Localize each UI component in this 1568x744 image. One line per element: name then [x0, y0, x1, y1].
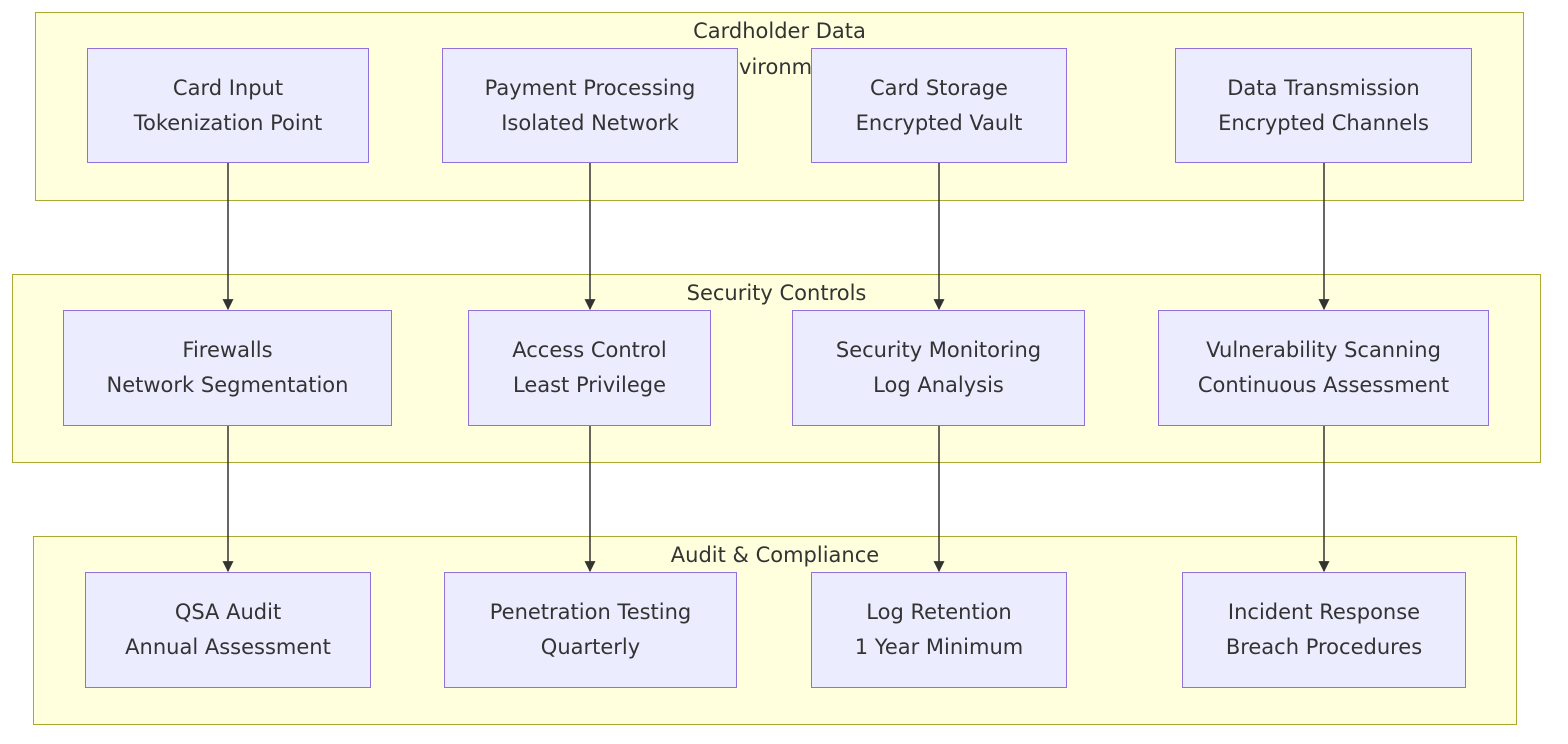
node-incident-response-subtitle: Breach Procedures [1225, 635, 1423, 659]
node-card-input-subtitle: Tokenization Point [133, 110, 323, 135]
node-data-transmission-title: Data Transmission [1227, 75, 1420, 100]
node-security-monitoring-subtitle: Log Analysis [873, 373, 1004, 397]
node-card-input[interactable]: Card Input Tokenization Point [87, 48, 369, 163]
node-access-control[interactable]: Access Control Least Privilege [468, 310, 711, 426]
node-data-transmission-subtitle: Encrypted Channels [1218, 110, 1429, 135]
node-incident-response-title: Incident Response [1227, 600, 1421, 624]
node-payment-processing-title: Payment Processing [484, 75, 696, 100]
node-log-retention-subtitle: 1 Year Minimum [854, 635, 1024, 659]
cluster-title-audit-compliance: Audit & Compliance [670, 543, 880, 567]
node-payment-processing-subtitle: Isolated Network [501, 110, 679, 135]
node-access-control-subtitle: Least Privilege [513, 373, 666, 397]
node-access-control-title: Access Control [512, 338, 667, 362]
node-firewalls[interactable]: Firewalls Network Segmentation [63, 310, 392, 426]
node-vulnerability-scanning-subtitle: Continuous Assessment [1197, 373, 1450, 397]
node-penetration-testing[interactable]: Penetration Testing Quarterly [444, 572, 737, 688]
node-penetration-testing-title: Penetration Testing [489, 600, 692, 624]
node-incident-response[interactable]: Incident Response Breach Procedures [1182, 572, 1466, 688]
node-penetration-testing-subtitle: Quarterly [540, 635, 641, 659]
node-card-storage[interactable]: Card Storage Encrypted Vault [811, 48, 1067, 163]
node-log-retention[interactable]: Log Retention 1 Year Minimum [811, 572, 1067, 688]
node-firewalls-subtitle: Network Segmentation [106, 373, 349, 397]
node-security-monitoring[interactable]: Security Monitoring Log Analysis [792, 310, 1085, 426]
node-payment-processing[interactable]: Payment Processing Isolated Network [442, 48, 738, 163]
node-vulnerability-scanning-title: Vulnerability Scanning [1206, 338, 1441, 362]
node-qsa-audit[interactable]: QSA Audit Annual Assessment [85, 572, 371, 688]
node-card-storage-title: Card Storage [870, 75, 1008, 100]
cluster-title-security-controls: Security Controls [686, 281, 867, 305]
node-card-input-title: Card Input [172, 75, 284, 100]
node-log-retention-title: Log Retention [866, 600, 1012, 624]
node-card-storage-subtitle: Encrypted Vault [855, 110, 1023, 135]
node-qsa-audit-title: QSA Audit [174, 600, 282, 624]
node-vulnerability-scanning[interactable]: Vulnerability Scanning Continuous Assess… [1158, 310, 1489, 426]
node-security-monitoring-title: Security Monitoring [835, 338, 1042, 362]
cluster-title-cardholder-data: Cardholder Data [693, 19, 866, 43]
node-firewalls-title: Firewalls [182, 338, 273, 362]
node-qsa-audit-subtitle: Annual Assessment [125, 635, 331, 659]
node-data-transmission[interactable]: Data Transmission Encrypted Channels [1175, 48, 1472, 163]
